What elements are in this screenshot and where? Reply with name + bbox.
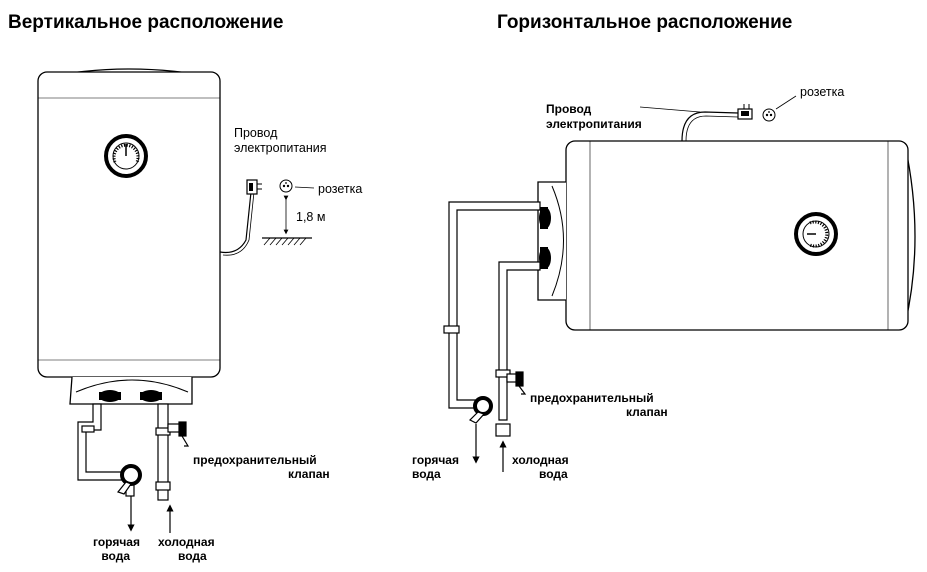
- ball-valve-icon: [116, 464, 142, 495]
- hot-water-label-2: вода: [101, 549, 130, 563]
- height-dimension: [262, 195, 312, 246]
- cable-leader: [639, 106, 701, 113]
- safety-valve-label-2: клапан: [626, 405, 668, 419]
- height-label: 1,8 м: [296, 210, 325, 224]
- safety-valve-label: предохранительный: [530, 391, 654, 405]
- vertical-cable: [219, 191, 255, 256]
- control-knob-icon: [539, 207, 551, 269]
- cold-water-label: холодная: [158, 535, 215, 549]
- socket-label: розетка: [800, 85, 844, 99]
- hot-water-label-2: вода: [412, 467, 441, 481]
- ball-valve-icon: [468, 396, 493, 424]
- power-cable-label-2: электропитания: [234, 141, 327, 155]
- hot-water-label: горячая: [412, 453, 459, 467]
- control-knob-icon: [99, 390, 162, 402]
- power-cable-label-2: электропитания: [546, 117, 642, 131]
- socket-icon: [762, 108, 776, 122]
- cold-water-label-2: вода: [539, 467, 568, 481]
- horizontal-cable: [681, 111, 739, 142]
- socket-icon: [279, 179, 293, 193]
- plug-icon: [246, 179, 262, 195]
- vertical-heater: [37, 68, 221, 405]
- power-cable-label: Провод: [546, 102, 592, 116]
- cold-water-label-2: вода: [178, 549, 207, 563]
- horizontal-heater: [537, 140, 916, 331]
- hot-water-label: горячая: [93, 535, 140, 549]
- cold-water-label: холодная: [512, 453, 569, 467]
- horizontal-title: Горизонтальное расположение: [497, 12, 792, 33]
- vertical-title: Вертикальное расположение: [8, 12, 283, 33]
- safety-valve-label: предохранительный: [193, 453, 317, 467]
- safety-valve-label-2: клапан: [288, 467, 330, 481]
- thermometer-icon: [104, 134, 148, 178]
- thermometer-icon: [794, 212, 838, 256]
- horizontal-pipes: [443, 201, 541, 437]
- socket-label: розетка: [318, 182, 362, 196]
- power-cable-label: Провод: [234, 126, 278, 140]
- plug-icon: [737, 104, 753, 120]
